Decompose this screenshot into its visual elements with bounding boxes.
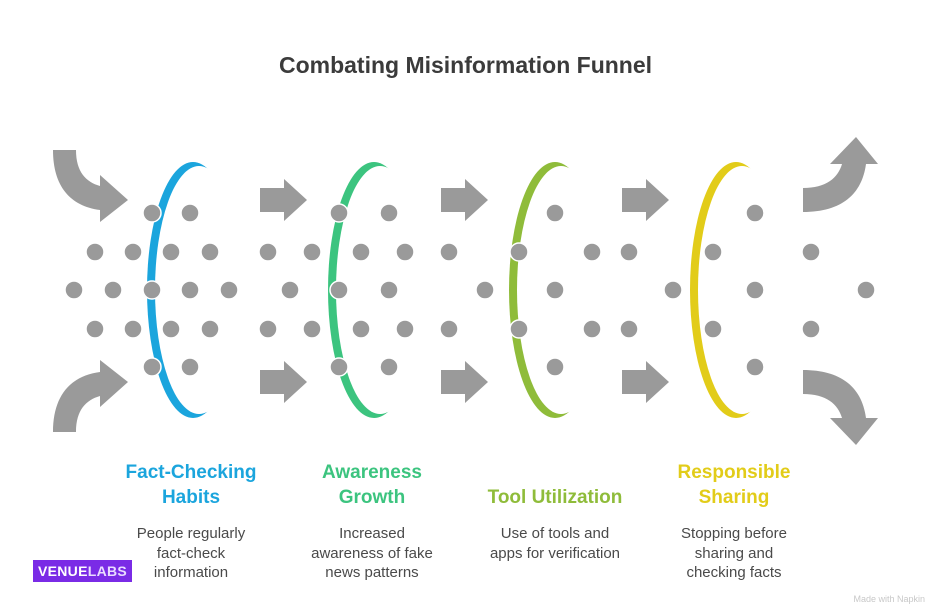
stage-4-ring [690, 162, 786, 418]
stage-4-description: Stopping before sharing and checking fac… [681, 525, 787, 581]
info-dot [161, 242, 181, 262]
info-dot [545, 280, 565, 300]
arrow-right-icon [260, 361, 307, 403]
info-dot [619, 319, 639, 339]
info-dot [123, 242, 143, 262]
info-dot [745, 280, 765, 300]
info-dot [509, 242, 529, 262]
info-dot [351, 242, 371, 262]
info-dot [219, 280, 239, 300]
info-dot [180, 203, 200, 223]
info-dot [703, 319, 723, 339]
info-dot [161, 319, 181, 339]
info-dot [142, 280, 162, 300]
info-dot [64, 280, 84, 300]
diagram-title: Combating Misinformation Funnel [278, 52, 653, 78]
info-dot [258, 242, 278, 262]
info-dot [329, 203, 349, 223]
arrow-right-icon [441, 361, 488, 403]
curved-arrow-in-top-icon [53, 150, 128, 222]
info-dot [180, 280, 200, 300]
info-dot [302, 319, 322, 339]
info-dot [180, 357, 200, 377]
curved-arrow-in-bottom-icon [53, 360, 128, 432]
info-dot [395, 319, 415, 339]
info-dot [619, 242, 639, 262]
info-dot [582, 319, 602, 339]
info-dot [663, 280, 683, 300]
info-dot [745, 357, 765, 377]
stage-1-description: People regularly fact-check information [136, 525, 246, 581]
info-dot [582, 242, 602, 262]
info-dot [801, 242, 821, 262]
info-dot [703, 242, 723, 262]
info-dot [439, 242, 459, 262]
info-dot [103, 280, 123, 300]
arrow-right-icon [622, 179, 669, 221]
stage-4-label: Responsible Sharing [677, 462, 791, 508]
info-dot [545, 203, 565, 223]
info-dot [258, 319, 278, 339]
info-dot [85, 242, 105, 262]
information-dots [64, 203, 876, 377]
info-dot [475, 280, 495, 300]
watermark-text: Made with Napkin [853, 594, 925, 604]
info-dot [280, 280, 300, 300]
info-dot [379, 280, 399, 300]
info-dot [545, 357, 565, 377]
info-dot [801, 319, 821, 339]
info-dot [200, 319, 220, 339]
info-dot [85, 319, 105, 339]
stage-3-description: Use of tools and apps for verification [489, 525, 621, 562]
stage-3-label: Tool Utilization [487, 487, 623, 508]
info-dot [351, 319, 371, 339]
info-dot [200, 242, 220, 262]
info-dot [123, 319, 143, 339]
info-dot [142, 357, 162, 377]
stage-2-label: Awareness Growth [322, 462, 422, 508]
info-dot [379, 203, 399, 223]
stage-2-description: Increased awareness of fake news pattern… [311, 525, 433, 581]
venuelabs-logo: VENUELABS [33, 560, 133, 582]
stage-1-label: Fact-Checking Habits [125, 462, 257, 508]
info-dot [379, 357, 399, 377]
info-dot [302, 242, 322, 262]
info-dot [745, 203, 765, 223]
info-dot [439, 319, 459, 339]
info-dot [395, 242, 415, 262]
info-dot [856, 280, 876, 300]
info-dot [509, 319, 529, 339]
arrow-right-icon [260, 179, 307, 221]
info-dot [329, 357, 349, 377]
curved-arrow-out-top-icon [803, 137, 878, 212]
arrow-right-icon [441, 179, 488, 221]
info-dot [142, 203, 162, 223]
arrow-right-icon [622, 361, 669, 403]
curved-arrow-out-bottom-icon [803, 370, 878, 445]
info-dot [329, 280, 349, 300]
